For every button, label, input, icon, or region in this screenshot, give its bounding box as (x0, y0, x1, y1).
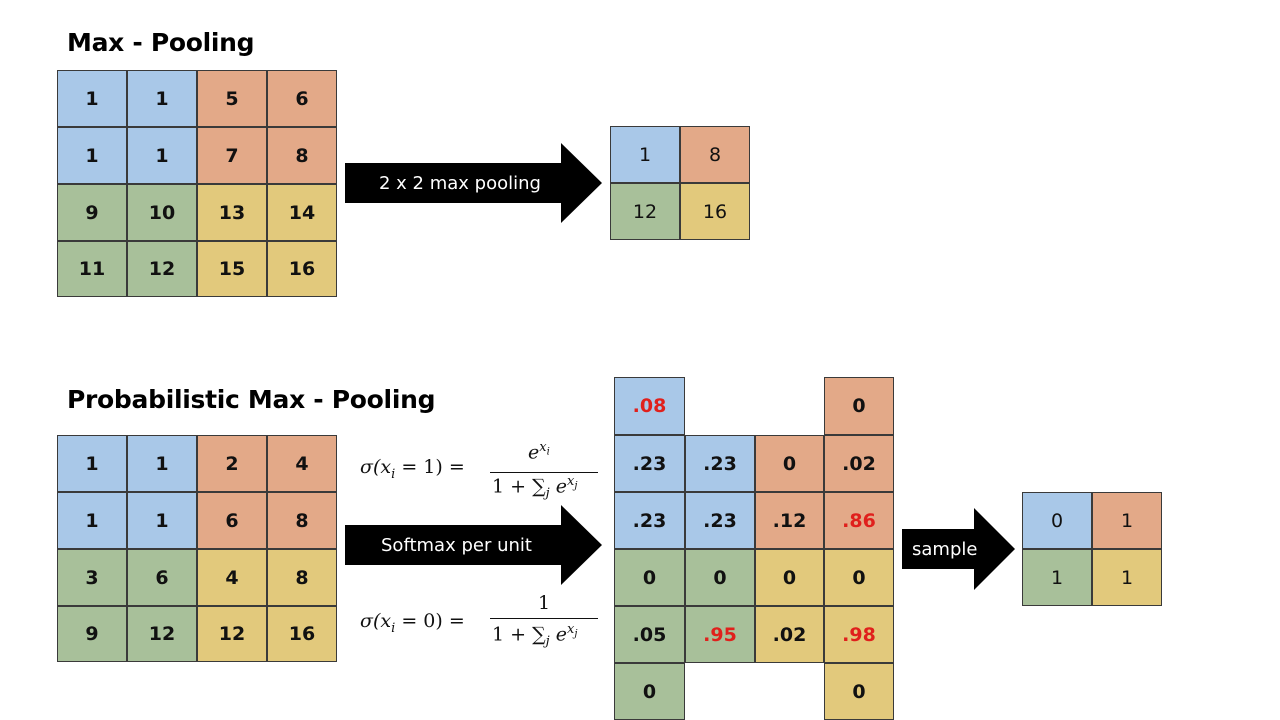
formula-numerator: 1 (538, 592, 551, 614)
grid-cell: 12 (127, 606, 197, 662)
grid-cell: 12 (610, 183, 680, 240)
grid-cell: 8 (680, 126, 750, 183)
grid-cell: .23 (685, 492, 755, 549)
grid-cell: 10 (127, 184, 197, 241)
grid-cell: 6 (127, 549, 197, 606)
grid-cell: .23 (614, 492, 685, 549)
formula-denominator: 1 + ∑j exj (492, 474, 578, 502)
grid-cell: 2 (197, 435, 267, 492)
formula-numerator: exi (528, 440, 550, 464)
grid-cell: 1 (127, 435, 197, 492)
grid-cell: .23 (685, 435, 755, 492)
sample-arrow-icon (902, 508, 1015, 590)
grid-cell: 1 (57, 70, 127, 127)
grid-cell-max: .95 (685, 606, 755, 663)
grid-cell: .05 (614, 606, 685, 663)
softmax-on-formula: σ(xi = 1) = exi 1 + ∑j exj (360, 440, 605, 510)
grid-cell: .23 (614, 435, 685, 492)
grid-cell: 9 (57, 184, 127, 241)
fraction-bar (490, 618, 598, 619)
grid-cell: 1 (610, 126, 680, 183)
grid-cell: 1 (127, 127, 197, 184)
grid-cell: 1 (57, 127, 127, 184)
grid-cell: 16 (267, 241, 337, 297)
grid-cell: 5 (197, 70, 267, 127)
grid-cell-max: .98 (824, 606, 894, 663)
max-pooling-title: Max - Pooling (67, 28, 255, 57)
grid-cell: 1 (57, 435, 127, 492)
grid-cell: 1 (1092, 492, 1162, 549)
grid-cell: .02 (755, 606, 824, 663)
grid-cell: 8 (267, 127, 337, 184)
grid-cell: 1 (127, 492, 197, 549)
max-pooling-arrow-label: 2 x 2 max pooling (379, 172, 541, 194)
fraction-bar (490, 472, 598, 473)
grid-cell: 16 (680, 183, 750, 240)
softmax-arrow-label: Softmax per unit (381, 534, 532, 556)
grid-cell: 0 (755, 435, 824, 492)
grid-cell: 12 (127, 241, 197, 297)
grid-cell: 1 (1092, 549, 1162, 606)
grid-cell: 4 (267, 435, 337, 492)
grid-cell: 4 (197, 549, 267, 606)
grid-cell: 6 (197, 492, 267, 549)
grid-cell-off-yellow: 0 (824, 663, 894, 720)
probabilistic-max-pooling-title: Probabilistic Max - Pooling (67, 385, 436, 414)
grid-cell: 8 (267, 549, 337, 606)
grid-cell-off-green: 0 (614, 663, 685, 720)
grid-cell: 16 (267, 606, 337, 662)
grid-cell-off-blue: .08 (614, 377, 685, 435)
grid-cell: 0 (755, 549, 824, 606)
grid-cell: 8 (267, 492, 337, 549)
grid-cell: 0 (824, 549, 894, 606)
grid-cell: .02 (824, 435, 894, 492)
softmax-off-formula: σ(xi = 0) = 1 1 + ∑j exj (360, 592, 605, 662)
grid-cell-off-orange: 0 (824, 377, 894, 435)
grid-cell: 7 (197, 127, 267, 184)
grid-cell: 12 (197, 606, 267, 662)
grid-cell: .12 (755, 492, 824, 549)
formula-denominator: 1 + ∑j exj (492, 622, 578, 650)
softmax-arrow-icon (345, 505, 602, 585)
grid-cell: 11 (57, 241, 127, 297)
sample-arrow-label: sample (912, 538, 978, 560)
grid-cell: 14 (267, 184, 337, 241)
formula-lhs: σ(xi = 0) = (360, 610, 465, 636)
grid-cell: 15 (197, 241, 267, 297)
max-pooling-arrow-icon (345, 143, 602, 223)
grid-cell: 3 (57, 549, 127, 606)
grid-cell: 13 (197, 184, 267, 241)
formula-lhs: σ(xi = 1) = (360, 456, 465, 482)
grid-cell: 1 (57, 492, 127, 549)
grid-cell: 6 (267, 70, 337, 127)
grid-cell: 0 (685, 549, 755, 606)
grid-cell: 1 (1022, 549, 1092, 606)
grid-cell: 9 (57, 606, 127, 662)
grid-cell-max: .86 (824, 492, 894, 549)
grid-cell: 0 (1022, 492, 1092, 549)
grid-cell: 0 (614, 549, 685, 606)
grid-cell: 1 (127, 70, 197, 127)
